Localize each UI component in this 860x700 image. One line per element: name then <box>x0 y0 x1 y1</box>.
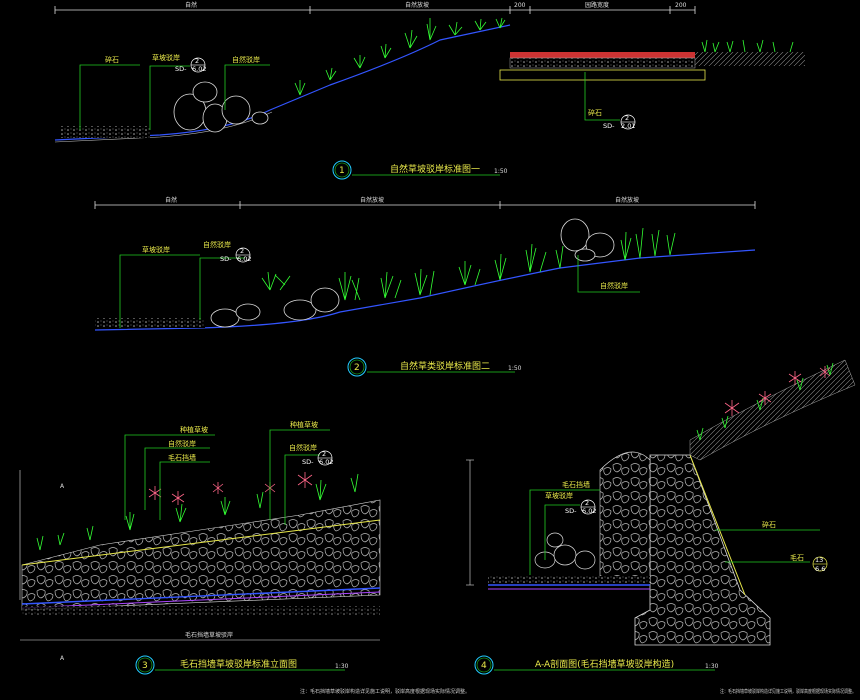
d2-dim-2: 自然放坡 <box>615 196 639 204</box>
d3-scale: 1:30 <box>335 663 349 670</box>
d2-label-1: 自然驳岸 <box>203 240 231 249</box>
d3-label-1: 自然驳岸 <box>168 439 196 448</box>
d4-label-3: 毛石 <box>790 553 804 562</box>
d1-ref-a-top: 2 <box>195 57 199 65</box>
d3-ref-a-bottom: 6.02 <box>319 458 333 466</box>
d4-ref-a-bottom: 6.02 <box>582 507 596 515</box>
d4-note: 注：毛石挡墙草坡驳岸构造详见施工说明，驳岸高度根据现场实际情况调整。 <box>720 688 856 695</box>
d2-dim-1: 自然放坡 <box>360 196 384 204</box>
d3-title: 毛石挡墙草坡驳岸标准立面图 <box>180 658 297 670</box>
d4-ref-prefix-a: SD- <box>565 507 577 515</box>
d4-ref-a-top: 2 <box>585 499 589 507</box>
drawing-1: 自然 自然放坡 200 园路宽度 200 <box>54 1 805 180</box>
d2-ref-prefix-a: SD- <box>220 255 232 263</box>
d2-label-0: 草坡驳岸 <box>142 245 170 254</box>
d1-number: 1 <box>339 166 345 176</box>
drawing-3: A A 毛石挡墙草坡驳岸 种植草坡 自然驳岸 毛石挡墙 <box>19 420 470 695</box>
d1-dim-4: 200 <box>675 2 687 9</box>
d3-section-top: A <box>60 483 65 490</box>
d1-ref-prefix-a: SD- <box>175 65 187 73</box>
d1-label-2: 自然驳岸 <box>232 55 260 64</box>
d1-dim-2: 200 <box>514 2 526 9</box>
d3-ref-prefix-a: SD- <box>302 458 314 466</box>
d1-label-1: 草坡驳岸 <box>152 53 180 62</box>
d2-label-b: 自然驳岸 <box>600 281 628 290</box>
d4-label-0: 毛石挡墙 <box>562 480 590 489</box>
d1-dim-1: 自然放坡 <box>405 1 429 9</box>
d3-label-2: 毛石挡墙 <box>168 453 196 462</box>
d4-ref-b-bottom: 6.6 <box>815 565 825 573</box>
d3-ref-a-top: 2 <box>322 450 326 458</box>
d3-section-bottom: A <box>60 655 65 662</box>
d3-label-4: 自然驳岸 <box>289 443 317 452</box>
d3-label-3: 种植草坡 <box>290 420 318 429</box>
d1-dim-3: 园路宽度 <box>585 1 609 9</box>
d2-ref-a-top: 2 <box>240 247 244 255</box>
d1-ref-b-top: 2 <box>625 114 629 122</box>
d1-ref-b-bottom: 2.01 <box>621 122 635 130</box>
d4-label-2: 碎石 <box>762 520 776 529</box>
d3-label-0: 种植草坡 <box>180 425 208 434</box>
d1-dim-0: 自然 <box>185 1 197 9</box>
d1-ref-a-bottom: 6.02 <box>192 65 206 73</box>
d4-label-1: 草坡驳岸 <box>545 491 573 500</box>
d4-title: A-A剖面图(毛石挡墙草坡驳岸构造) <box>535 658 674 670</box>
d2-dim-0: 自然 <box>165 196 177 204</box>
d3-number: 3 <box>142 661 148 671</box>
d2-number: 2 <box>354 363 360 373</box>
d1-label-b: 碎石 <box>588 108 602 117</box>
d3-note: 注：毛石挡墙草坡驳岸构造详见施工说明，驳岸高度根据现场实际情况调整。 <box>300 688 470 695</box>
d1-title: 自然草坡驳岸标准图一 <box>390 163 480 175</box>
d3-dim-0: 毛石挡墙草坡驳岸 <box>185 631 233 639</box>
d1-label-0: 碎石 <box>105 55 119 64</box>
d2-scale: 1:50 <box>508 365 522 372</box>
d1-scale: 1:50 <box>494 168 508 175</box>
d2-ref-a-bottom: 6.02 <box>237 255 251 263</box>
d4-ref-b-top: 13 <box>815 556 823 564</box>
drawing-4: 毛石挡墙 草坡驳岸 2 6.02 SD- 碎石 毛石 13 6.6 4 A-A剖… <box>466 359 856 695</box>
d4-number: 4 <box>481 661 487 671</box>
d1-ref-prefix-b: SD- <box>603 122 615 130</box>
d2-title: 自然草类驳岸标准图二 <box>400 360 490 372</box>
drawing-2: 自然 自然放坡 自然放坡 草坡驳岸 自然驳岸 <box>94 196 756 377</box>
d4-scale: 1:30 <box>705 663 719 670</box>
